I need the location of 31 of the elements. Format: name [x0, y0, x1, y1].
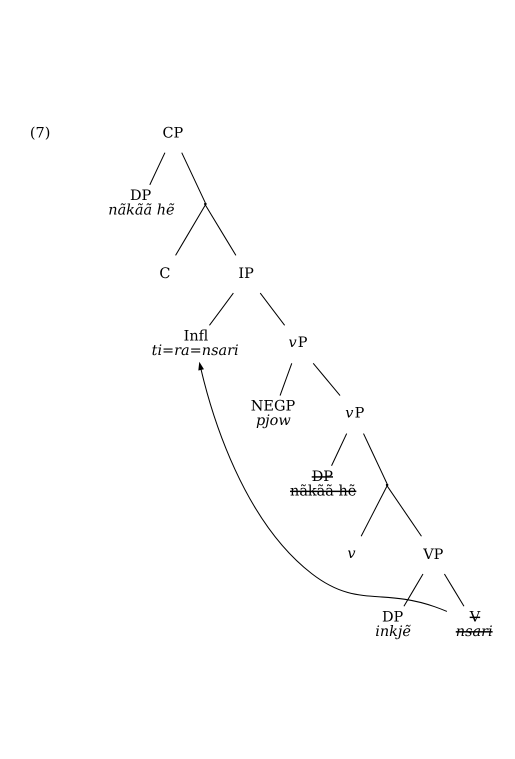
connector — [444, 574, 464, 606]
node-text: CP — [162, 126, 184, 142]
node-text: V nsari — [456, 609, 493, 640]
connector — [149, 152, 166, 186]
node-text: v — [347, 546, 356, 562]
node-text: DP nãkãã hẽ — [290, 468, 356, 500]
connector — [363, 433, 388, 484]
node-text: DP inkjẽ — [375, 609, 411, 640]
node-text: vP — [288, 335, 308, 352]
node-text: IP — [238, 266, 254, 282]
connector — [404, 574, 424, 606]
connector — [204, 204, 236, 256]
node-text: DP nãkãã hẽ — [108, 188, 175, 218]
connector — [209, 292, 234, 326]
connector — [331, 433, 348, 466]
connector — [181, 152, 206, 204]
node-text: Infl ti=ra=nsari — [152, 328, 239, 359]
node-text: vP — [345, 405, 364, 422]
node-point — [204, 202, 207, 206]
connector — [312, 363, 340, 396]
connector — [260, 292, 286, 326]
label: (7) — [30, 126, 50, 142]
arrow — [198, 362, 448, 612]
connector — [175, 204, 206, 256]
node-text: NEGP pjow — [250, 398, 296, 430]
connector — [386, 486, 422, 537]
connector — [280, 363, 292, 396]
node-text: VP — [423, 546, 444, 563]
node-text: C — [159, 266, 170, 282]
connector — [360, 486, 388, 536]
node-point — [386, 484, 388, 486]
